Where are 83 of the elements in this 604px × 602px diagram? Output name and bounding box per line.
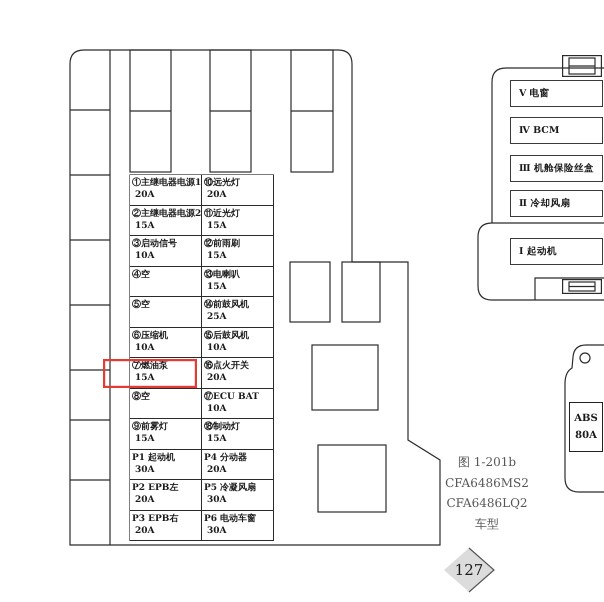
fuse-cell xyxy=(130,388,202,419)
figure-caption: 图 1-201b CFA6486MS2 CFA6486LQ2 车型 xyxy=(445,454,529,532)
relay-slot xyxy=(510,80,603,107)
fuse-name: P2 EPB左 xyxy=(132,482,178,494)
fuse-rating: 10A xyxy=(135,342,155,354)
fuse-name: ②主继电器电源2 xyxy=(132,208,202,220)
fuse-name: P6 电动车窗 xyxy=(204,512,256,524)
fuse-cell xyxy=(130,175,202,206)
fuse-rating: 15A xyxy=(207,250,227,262)
fuse-cell xyxy=(202,388,274,419)
relay-slot xyxy=(510,238,603,265)
fuse-cell xyxy=(130,266,202,297)
fuse-name: ⑮后鼓风机 xyxy=(204,330,249,342)
fuse-name: ⑨前雾灯 xyxy=(132,421,168,433)
fuse-rating: 20A xyxy=(207,464,227,476)
fuse-cell xyxy=(202,450,274,480)
fuse-rating: 15A xyxy=(207,220,227,232)
fuse-name: ⑱制动灯 xyxy=(204,421,240,433)
fuse-name: ④空 xyxy=(132,268,150,280)
fuse-cell xyxy=(130,450,202,480)
fuse-cell xyxy=(202,206,274,236)
fuse-cell xyxy=(202,266,274,297)
fuse-rating: 20A xyxy=(207,189,227,201)
fuse-cell xyxy=(202,510,274,541)
fuse-rating: 20A xyxy=(135,494,155,506)
fuse-rating: 15A xyxy=(207,280,227,292)
fuse-cell xyxy=(130,510,202,541)
fuse-rating: 30A xyxy=(207,494,227,506)
fuse-rating: 10A xyxy=(135,250,155,262)
fuse-rating: 20A xyxy=(135,524,155,536)
fuse-name: ⑬电喇叭 xyxy=(204,268,240,280)
fuse-rating: 10A xyxy=(207,402,227,414)
fuse-rating: 15A xyxy=(135,220,155,232)
fuse-cell xyxy=(130,236,202,266)
fuse-name: ⑯点火开关 xyxy=(204,360,249,372)
fuse-cell xyxy=(202,297,274,328)
fuse-rating: 30A xyxy=(207,524,227,536)
fuse-cell xyxy=(130,419,202,450)
fuse-name: ③启动信号 xyxy=(132,238,177,250)
fuse-cell xyxy=(130,328,202,358)
fuse-rating: 15A xyxy=(135,372,155,384)
fuse-rating: 15A xyxy=(207,433,227,445)
page-marker xyxy=(443,547,495,593)
fuse-rating: 80A xyxy=(575,430,597,441)
relay-slot xyxy=(510,190,603,217)
relay-label: Ⅰ 起动机 xyxy=(519,245,557,258)
relay-label: Ⅱ 冷却风扇 xyxy=(519,197,570,210)
fuse-cell xyxy=(202,358,274,388)
fuse-cell xyxy=(202,175,274,206)
fuse-name: ⑭前鼓风机 xyxy=(204,299,249,311)
fuse-cell xyxy=(202,236,274,266)
fuse-rating: 20A xyxy=(135,189,155,201)
fuse-name: P4 分动器 xyxy=(204,452,248,464)
fuse-rating: 10A xyxy=(207,342,227,354)
fuse-cell xyxy=(202,480,274,510)
fuse-cell xyxy=(130,297,202,328)
fuse-rating: 20A xyxy=(207,372,227,384)
fuse-name: ⑤空 xyxy=(132,299,150,311)
relay-slot xyxy=(510,155,603,182)
fuse-name: ⑰ECU BAT xyxy=(204,390,259,402)
fuse-cell xyxy=(202,328,274,358)
relay-label: Ⅴ 电窗 xyxy=(519,87,550,100)
fuse-name: ⑪近光灯 xyxy=(204,208,240,220)
fuse-rating: 30A xyxy=(135,464,155,476)
fuse-name: ①主继电器电源1 xyxy=(132,177,202,189)
page-number: 127 xyxy=(454,561,484,579)
fuse-name: ⑫前雨刷 xyxy=(204,238,240,250)
fuse-slot xyxy=(569,402,603,452)
relay-label: Ⅲ 机舱保险丝盒 xyxy=(519,162,594,175)
relay-label: Ⅳ BCM xyxy=(519,125,560,136)
fuse-name: ⑥压缩机 xyxy=(132,330,168,342)
fuse-rating: 25A xyxy=(207,311,227,323)
fuse-name: ⑩远光灯 xyxy=(204,177,240,189)
fuse-name: ⑧空 xyxy=(132,390,150,402)
fuse-cell xyxy=(130,206,202,236)
fuse-name: P5 冷凝风扇 xyxy=(204,482,256,494)
fuse-name: P1 起动机 xyxy=(132,452,176,464)
relay-slot xyxy=(510,117,603,144)
fuse-rating: 15A xyxy=(135,433,155,445)
fuse-name: ABS xyxy=(574,413,598,424)
fuse-cell xyxy=(202,419,274,450)
fuse-name: P3 EPB右 xyxy=(132,512,178,524)
fuse-cell xyxy=(130,480,202,510)
